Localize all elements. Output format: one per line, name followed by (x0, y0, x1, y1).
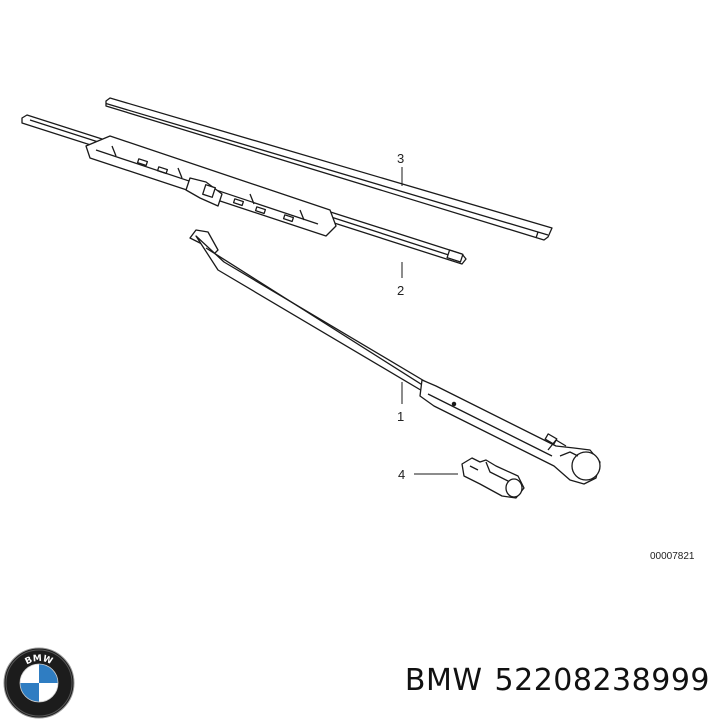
callout-rubber-strip: 3 (397, 151, 404, 166)
part-number: 52208238999 (494, 663, 710, 698)
cover-cap-part (461, 457, 525, 499)
drawing-code: 00007821 (650, 551, 695, 562)
leader-lines (401, 167, 458, 475)
wiper-arm-part (189, 229, 601, 485)
brand-name: BMW (404, 663, 483, 698)
wiper-blade-part (21, 114, 467, 265)
rubber-strip-part (105, 97, 553, 241)
bmw-logo-icon: BMW (3, 647, 75, 719)
callout-blade: 2 (397, 283, 404, 298)
callout-cap: 4 (398, 467, 405, 482)
callout-arm: 1 (397, 409, 404, 424)
product-caption: BMW 52208238999 (405, 663, 710, 698)
